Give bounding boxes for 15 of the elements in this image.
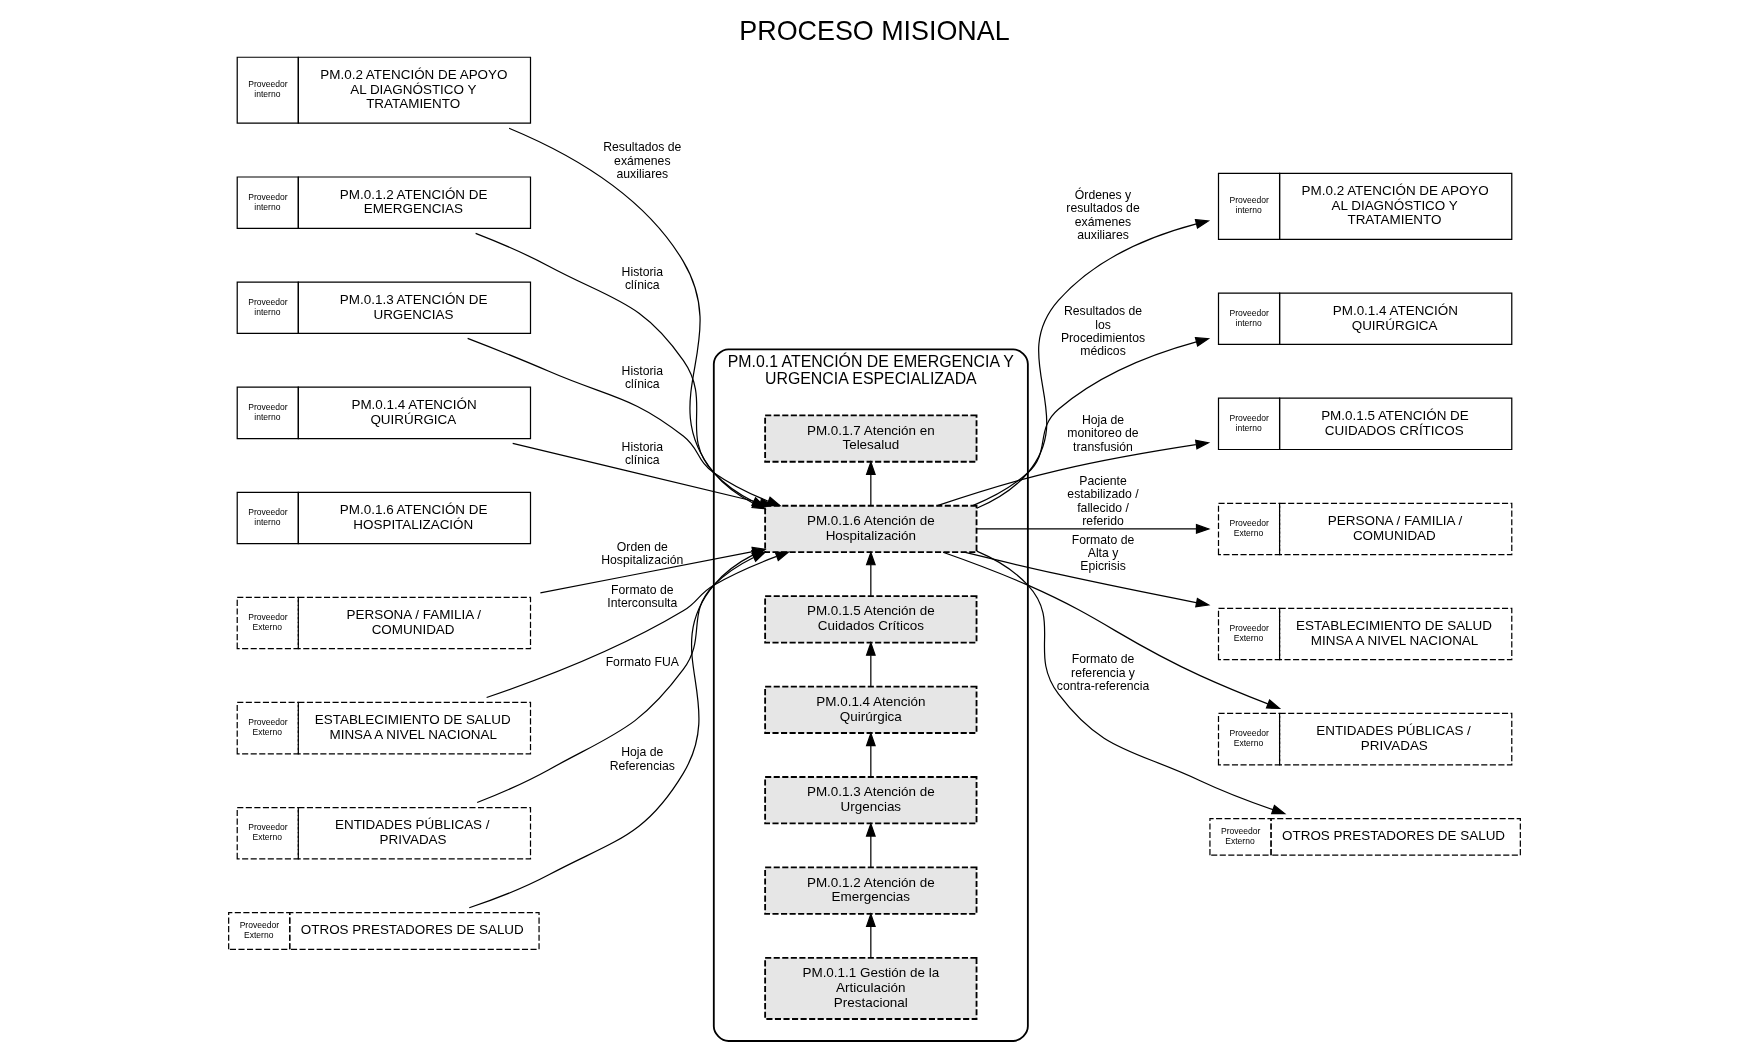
edge-label: Orden de Hospitalización xyxy=(601,539,684,568)
edge-label: Historia clínica xyxy=(621,439,664,468)
edge-label: Historia clínica xyxy=(621,264,664,293)
edge-label: Formato FUA xyxy=(605,654,679,669)
diagram-title: PROCESO MISIONAL xyxy=(739,15,1010,46)
edge-label: Historia clínica xyxy=(621,363,664,392)
edge-label: Formato de referencia y contra-referencia xyxy=(1056,652,1150,694)
edge-label: Paciente estabilizado / fallecido / referido xyxy=(1067,473,1139,529)
edge-label: Resultados de los Procedimientos médicos xyxy=(1060,304,1146,359)
edge-label: Hoja de Referencias xyxy=(609,745,675,773)
edge-label: Órdenes y resultados de exámenes auxiliares xyxy=(1066,188,1140,243)
edge-label: Hoja de monitoreo de transfusión xyxy=(1067,412,1139,454)
edge-label: Resultados de exámenes auxiliares xyxy=(603,140,682,182)
edge-label: Formato de Alta y Epicrisis xyxy=(1071,532,1135,574)
edge-label: Formato de Interconsulta xyxy=(607,582,678,611)
